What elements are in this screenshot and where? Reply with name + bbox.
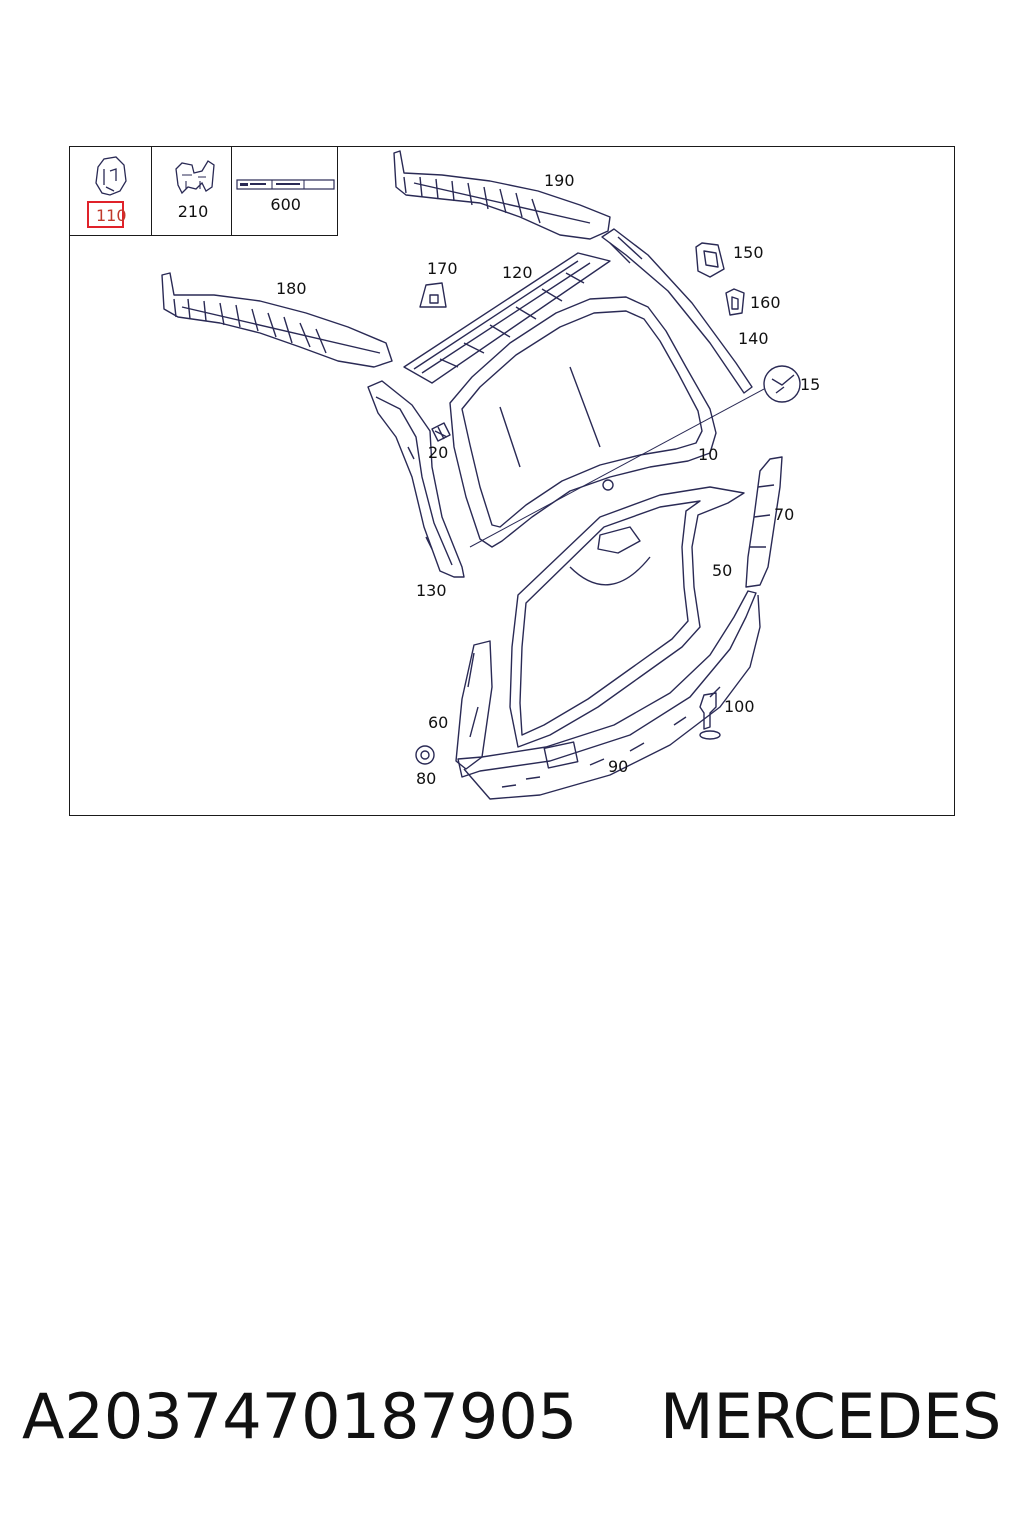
- legend-box: 110 210 600: [70, 147, 338, 236]
- legend-cell-110[interactable]: 110: [70, 147, 152, 235]
- callout-50: 50: [712, 561, 733, 580]
- part-170-clip: [419, 282, 447, 308]
- legend-label-210: 210: [177, 202, 209, 221]
- callout-160: 160: [750, 293, 781, 312]
- callout-10: 10: [698, 445, 719, 464]
- callout-180: 180: [276, 279, 307, 298]
- callout-90: 90: [608, 757, 629, 776]
- label-strip-icon: [236, 179, 336, 190]
- clip-icon: [95, 156, 127, 196]
- callout-120: 120: [502, 263, 533, 282]
- part-number: A2037470187905: [22, 1380, 578, 1453]
- callout-150: 150: [733, 243, 764, 262]
- callout-130: 130: [416, 581, 447, 600]
- callout-100: 100: [724, 697, 755, 716]
- callout-170: 170: [427, 259, 458, 278]
- part-20-clip: [431, 422, 451, 442]
- part-190-rail: [393, 150, 611, 240]
- legend-cell-600[interactable]: 600: [232, 147, 337, 235]
- part-50-glass: [509, 486, 745, 748]
- bracket-icon: [175, 160, 215, 195]
- part-100-clip: [699, 692, 721, 740]
- part-140-trim: [601, 228, 753, 394]
- legend-label-110: 110: [96, 206, 127, 225]
- legend-label-600: 600: [270, 195, 301, 214]
- callout-70: 70: [774, 505, 795, 524]
- wrench-symbol: [469, 365, 801, 548]
- brand-name: MERCEDES: [660, 1380, 1002, 1453]
- part-80-clip: [415, 745, 435, 765]
- callout-190: 190: [544, 171, 575, 190]
- legend-cell-210[interactable]: 210: [152, 147, 233, 235]
- callout-60: 60: [428, 713, 449, 732]
- part-150-clip: [695, 242, 725, 278]
- part-120-trim: [403, 252, 611, 384]
- footer: A2037470187905 MERCEDES: [0, 1380, 1024, 1470]
- part-70-pillar: [745, 456, 783, 588]
- part-130-pillar: [367, 380, 465, 578]
- part-60-trim: [455, 640, 493, 770]
- exploded-parts-drawing: [161, 150, 801, 800]
- highlight-box: [87, 201, 124, 228]
- part-10-glass: [449, 296, 717, 548]
- diagram-frame: 110 210 600: [69, 146, 955, 816]
- callout-20: 20: [428, 443, 449, 462]
- part-160-clip: [725, 288, 745, 316]
- callout-140: 140: [738, 329, 769, 348]
- part-180-rail: [161, 272, 393, 368]
- callout-15: 15: [800, 375, 821, 394]
- callout-80: 80: [416, 769, 437, 788]
- part-90-trim: [457, 590, 761, 800]
